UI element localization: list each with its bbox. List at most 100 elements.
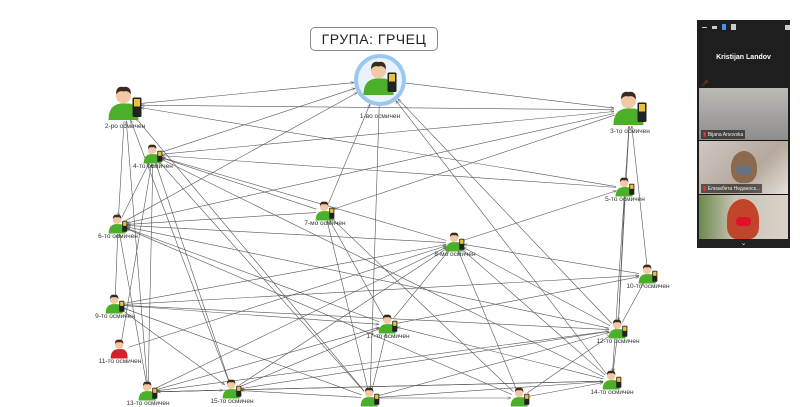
participant-name: ▮ Елизабета Неданоск... [701,184,763,193]
student-node-10[interactable]: 10-то осмичен [626,264,670,290]
relation-arrow [397,327,604,380]
relation-arrow [130,120,230,382]
relation-arrow [123,305,379,325]
relation-arrow [378,382,603,398]
face-mask [736,217,751,226]
relation-arrow [162,158,447,241]
relation-arrow [141,108,617,187]
nodes-layer: 1-во осмичен 2-ро осмичен 3-то осмичен 4… [95,54,670,407]
relation-arrow [463,246,611,327]
relation-arrow [127,225,447,243]
video-call-panel: Kristijan Landov 🎤︎ ▮ Bijana Arsovska ▮ … [697,20,790,248]
face-mask [736,165,752,175]
relation-arrow [156,327,380,390]
student-node-11[interactable]: 11-то осмичен [99,339,142,365]
student-node-13[interactable]: 13-то осмичен [126,381,170,407]
student-node-12[interactable]: 12-то осмичен [596,319,640,345]
male-student-phone-icon [638,264,658,284]
relation-arrow [527,335,610,394]
male-student-phone-icon [615,177,635,197]
relation-arrow [141,105,615,111]
student-label: 2-ро осмичен [105,123,146,130]
student-label: 12-то осмичен [596,338,640,345]
scroll-down-chevron-icon[interactable]: ⌄ [697,239,790,248]
host-name: Kristijan Landov [716,54,771,61]
student-node-1[interactable]: 1-во осмичен [354,54,406,120]
relation-arrow [463,191,617,241]
participant-tile[interactable]: ▮ Bijana Arsovska [699,88,788,141]
speaker-view-icon[interactable] [721,24,727,30]
student-node-2[interactable]: 2-ро осмичен [105,86,146,130]
student-label: 6-то осмичен [98,233,138,240]
sociogram-graph: 1-во осмичен 2-ро осмичен 3-то осмичен 4… [95,54,670,407]
relation-arrow [329,220,384,318]
relation-arrow [396,277,639,324]
relation-arrow [398,99,613,324]
student-node-9[interactable]: 9-то осмичен [95,294,135,320]
video-panel-toolbar [697,20,790,34]
student-label: 7-мо осмичен [304,220,346,227]
male-student-phone-icon [143,144,163,164]
relation-arrow [405,82,614,108]
student-label: 13-то осмичен [126,400,170,407]
participant-name-text: Елизабета Неданоск... [707,186,761,192]
male-student-phone-icon [108,214,128,234]
student-label: 8-мо осмичен [434,251,476,258]
relation-arrow [618,196,625,321]
exit-fullscreen-icon[interactable] [785,24,790,30]
male-student-phone-icon [602,370,622,390]
relation-arrow [162,158,317,210]
student-label: 17-то осмичен [366,333,410,340]
relation-arrow [393,250,450,319]
relation-arrow [328,104,371,204]
male-student-phone-icon [138,381,158,401]
student-node-4[interactable]: 4-то осмичен [133,144,173,170]
edges-layer [115,82,648,398]
student-node-17[interactable]: 17-то осмичен [366,314,410,340]
relation-arrow [120,234,147,384]
student-node-14[interactable]: 14-то осмичен [590,370,634,396]
student-node-7[interactable]: 7-мо осмичен [304,201,346,227]
student-label: 3-то осмичен [610,128,650,135]
student-node-8[interactable]: 8-мо осмичен [434,232,476,258]
relation-arrow [241,331,610,388]
relation-arrow [155,246,447,389]
hide-video-icon[interactable] [711,25,717,29]
student-label: 9-то осмичен [95,313,135,320]
male-student-phone-icon [363,61,397,95]
male-student-phone-icon [222,379,242,399]
muted-mic-icon: ▮ [703,132,707,138]
relation-arrow [632,126,648,267]
male-student-phone-icon [445,232,465,252]
student-label: 1-во осмичен [360,113,401,120]
minimize-icon[interactable] [702,26,707,28]
gallery-view-icon[interactable] [731,24,737,30]
male-student-phone-icon [315,201,335,221]
relation-arrow [159,162,365,392]
relation-arrow [127,113,615,224]
student-node-16[interactable] [360,387,380,407]
relation-arrow [121,164,152,342]
student-node-15[interactable]: 15-то осмичен [210,379,254,405]
relation-arrow [622,283,644,323]
relation-arrow [378,332,610,396]
student-node-3[interactable]: 3-то осмичен [610,91,650,135]
participant-tile[interactable]: ▮ Елизабета Неданоск... [699,141,788,195]
relation-arrow [147,164,153,384]
relation-arrow [241,391,362,398]
relation-arrow [126,227,380,323]
relation-arrow [464,244,640,274]
student-node-18[interactable] [510,387,530,407]
male-student-phone-icon [378,314,398,334]
relation-arrow [140,83,354,104]
student-node-5[interactable]: 5-то осмичен [605,177,645,203]
relation-arrow [528,383,603,397]
relation-arrow [126,228,512,395]
relation-arrow [162,156,617,188]
relation-arrow [128,246,447,348]
relation-arrow [122,310,224,384]
participant-tile[interactable] [699,195,788,240]
relation-arrow [123,305,609,329]
student-node-6[interactable]: 6-то осмичен [98,214,138,240]
student-label: 5-то осмичен [605,196,645,203]
